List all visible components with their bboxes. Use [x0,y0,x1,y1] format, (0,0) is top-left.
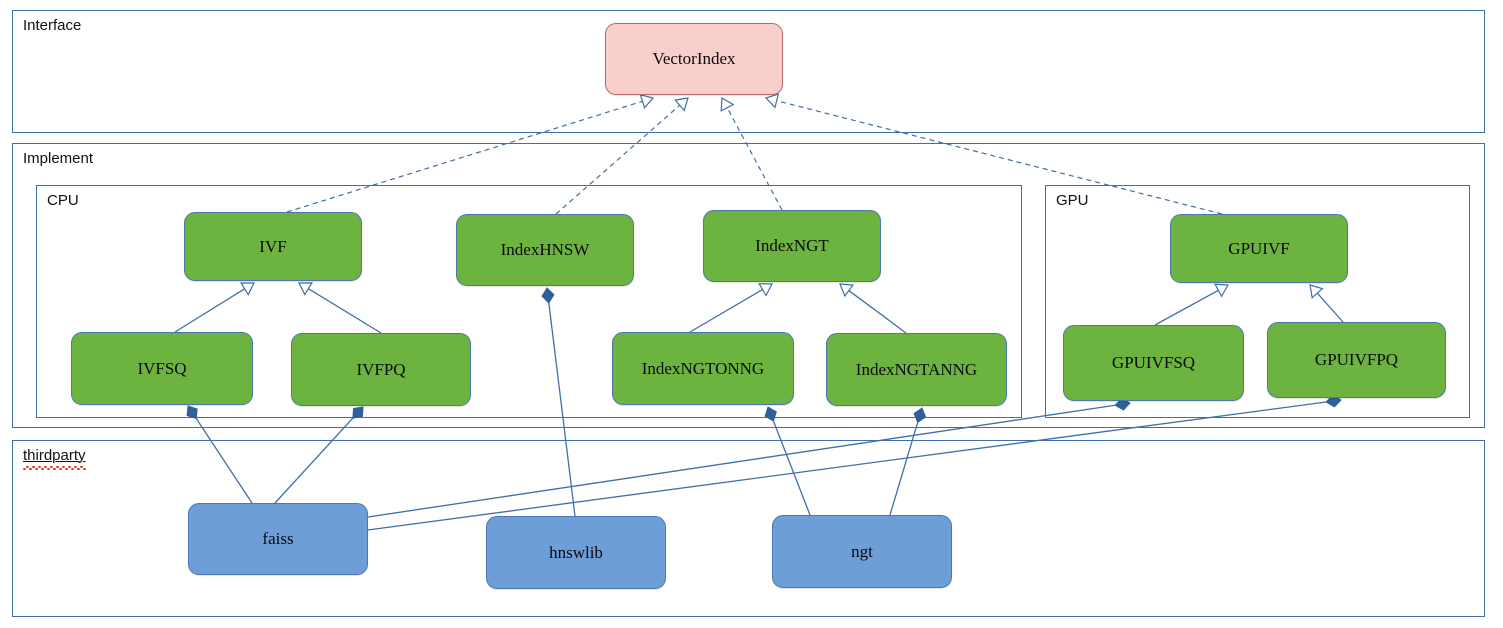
node-faiss[interactable]: faiss [188,503,368,575]
node-label-ngt: ngt [851,541,873,561]
node-label-hnswlib: hnswlib [549,542,603,562]
node-gpuivfpq[interactable]: GPUIVFPQ [1267,322,1446,398]
node-label-gpuivf: GPUIVF [1228,238,1290,258]
node-indexhnsw[interactable]: IndexHNSW [456,214,634,286]
node-indexngt[interactable]: IndexNGT [703,210,881,282]
node-indexngtonng[interactable]: IndexNGTONNG [612,332,794,405]
node-vectorindex[interactable]: VectorIndex [605,23,783,95]
node-gpuivf[interactable]: GPUIVF [1170,214,1348,283]
node-label-indexngt: IndexNGT [755,236,829,256]
node-indexngtanng[interactable]: IndexNGTANNG [826,333,1007,406]
group-label-thirdparty: thirdparty [23,447,86,470]
group-label-thirdparty-text: thirdparty [23,447,86,464]
group-label-interface: Interface [23,17,82,34]
node-label-gpuivfsq: GPUIVFSQ [1111,353,1196,373]
node-label-ivf: IVF [259,236,287,256]
node-ngt[interactable]: ngt [772,515,952,588]
node-ivfpq[interactable]: IVFPQ [291,333,471,406]
group-label-gpu: GPU [1056,192,1089,209]
node-label-gpuivfpq: GPUIVFPQ [1314,350,1399,370]
node-label-ivfsq: IVFSQ [137,358,187,378]
node-label-indexhnsw: IndexHNSW [500,240,590,260]
node-gpuivfsq[interactable]: GPUIVFSQ [1063,325,1244,401]
node-ivf[interactable]: IVF [184,212,362,281]
node-label-ivfpq: IVFPQ [356,359,406,379]
group-label-implement: Implement [23,150,94,167]
node-label-faiss: faiss [262,529,294,549]
node-label-vectorindex: VectorIndex [652,49,736,69]
group-label-cpu: CPU [47,192,79,209]
node-hnswlib[interactable]: hnswlib [486,516,666,589]
spellcheck-squiggle-icon [23,466,86,470]
node-label-indexngtonng: IndexNGTONNG [641,358,765,378]
node-label-indexngtanng: IndexNGTANNG [855,359,978,379]
node-ivfsq[interactable]: IVFSQ [71,332,253,405]
